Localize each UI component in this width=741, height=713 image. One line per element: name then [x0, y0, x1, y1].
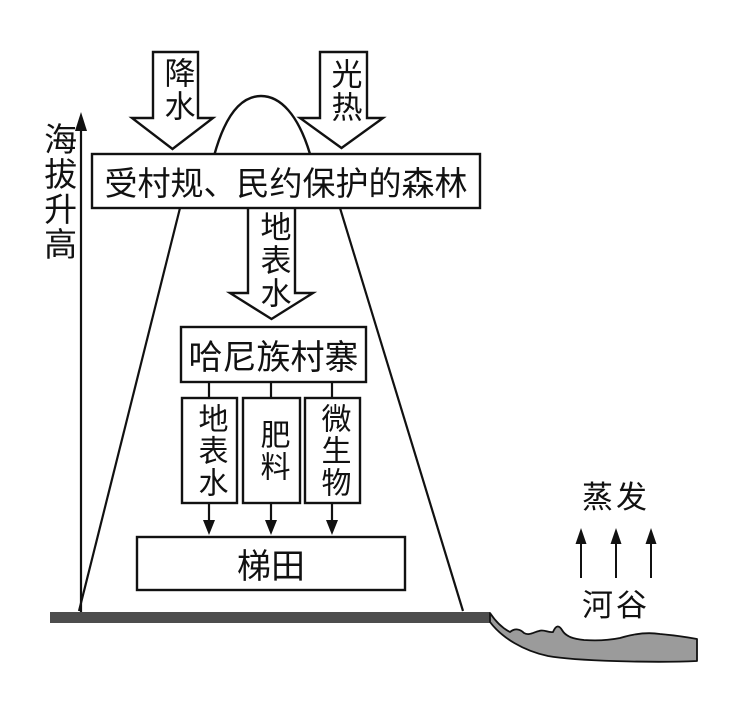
surface-water-box-rect: [180, 396, 239, 505]
terrace-flow-arrowhead-2: [265, 520, 277, 535]
light-heat-label: 光热: [325, 58, 362, 124]
village-box-rect: [179, 325, 368, 384]
ground-bar: [50, 612, 490, 623]
surface-water-down-arrow: [225, 205, 318, 321]
evaporation-arrowhead-3: [645, 528, 657, 544]
surface-water-flow-label: 地表水: [254, 211, 291, 310]
terrace-box-rect: [135, 535, 407, 592]
mountain-right-slope: [338, 207, 465, 612]
altitude-axis-arrowhead: [75, 112, 87, 131]
microbe-box-label: 微生物: [315, 402, 351, 499]
terrace-flow-arrowhead-1: [203, 520, 215, 535]
forest-box-rect: [90, 152, 482, 210]
altitude-axis-label: 海拔升高: [38, 122, 78, 262]
mountain-left-slope: [77, 207, 182, 612]
valley-label: 河谷: [582, 588, 650, 624]
precipitation-label: 降水: [158, 57, 195, 123]
river-valley-shape: [489, 612, 698, 663]
light-heat-down-arrow: [296, 50, 387, 150]
microbe-box-rect: [303, 396, 362, 505]
mountain-peak-curve: [212, 94, 312, 157]
terrace-box-label: 梯田: [237, 547, 305, 587]
forest-box-label: 受村规、民约保护的森林: [104, 164, 468, 203]
evaporation-arrowhead-2: [610, 528, 622, 544]
evaporation-label: 蒸发: [582, 480, 650, 516]
fertilizer-box-label: 肥料: [254, 418, 290, 483]
terrace-flow-arrowhead-3: [326, 520, 338, 535]
village-box-label: 哈尼族村寨: [188, 338, 359, 378]
evaporation-arrowhead-1: [575, 528, 587, 544]
precipitation-down-arrow: [128, 50, 217, 151]
surface-water-box-label: 地表水: [192, 402, 228, 499]
